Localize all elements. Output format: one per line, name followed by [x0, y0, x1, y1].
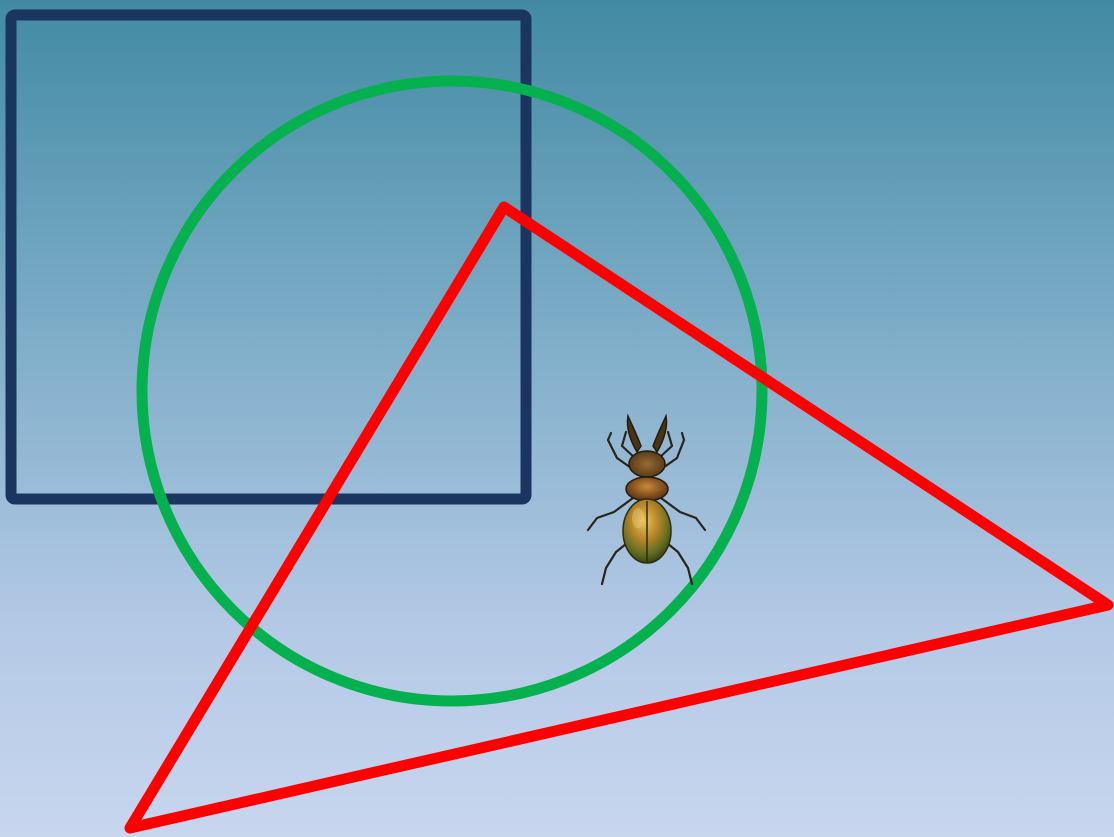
red-triangle [130, 207, 1108, 828]
beetle-icon [588, 416, 705, 584]
green-circle [142, 81, 762, 701]
navy-square [11, 15, 526, 499]
